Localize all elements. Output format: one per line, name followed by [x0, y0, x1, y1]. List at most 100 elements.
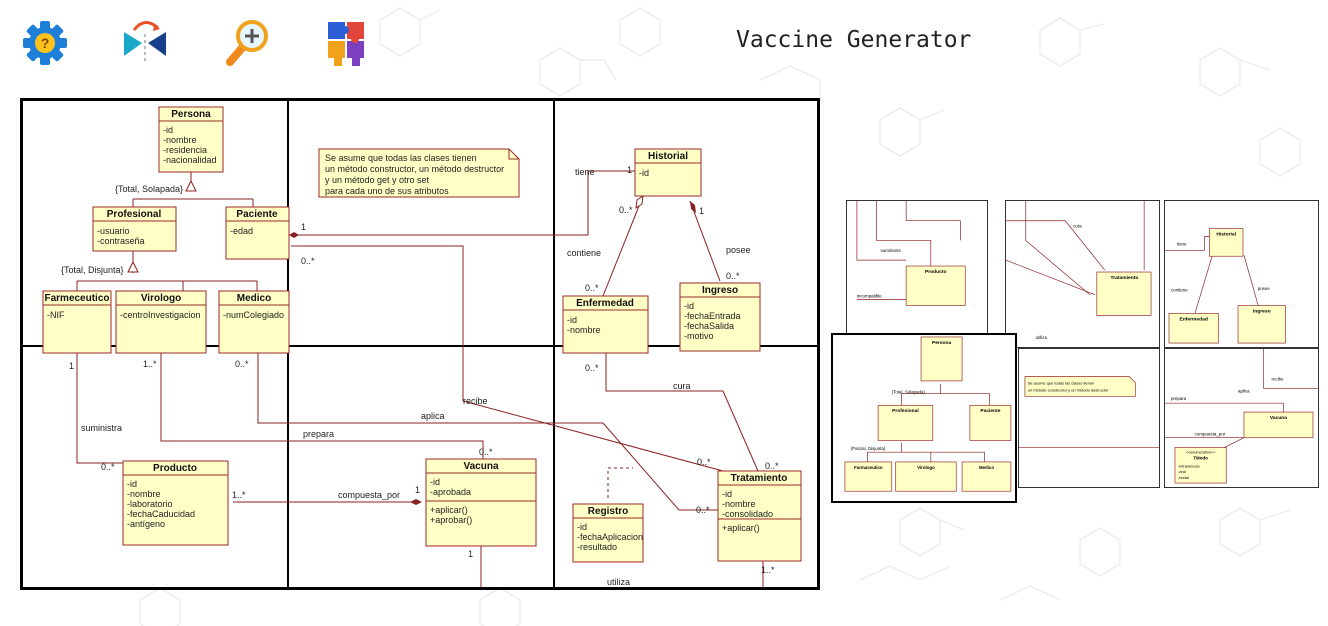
svg-text:un método constructor y un mét: un método constructor y un método destru…: [1028, 387, 1109, 392]
assoc-label: posee: [726, 245, 751, 255]
svg-text:Virologo: Virologo: [141, 293, 181, 304]
svg-text:-id: -id: [722, 489, 732, 499]
svg-text:Paciente: Paciente: [236, 209, 278, 220]
svg-text:{Parcial, Disjunta}: {Parcial, Disjunta}: [851, 446, 886, 451]
thumbnail-6[interactable]: Vacuna recibe aplica prepara compuesta_p…: [1164, 348, 1319, 488]
svg-text:1: 1: [699, 206, 704, 216]
uml-note: Se asume que todas las clases tienen un …: [318, 148, 520, 198]
svg-text:0..*: 0..*: [585, 363, 599, 373]
svg-text:-id: -id: [163, 125, 173, 135]
svg-text:+aplicar(): +aplicar(): [430, 505, 468, 515]
thumbnail-1[interactable]: Producto suministra incompatible: [846, 200, 988, 335]
svg-text:-residencia: -residencia: [163, 145, 207, 155]
class-vacuna[interactable]: Vacuna -id -aprobada +aplicar() +aprobar…: [425, 458, 537, 547]
svg-text:Ingreso: Ingreso: [1253, 308, 1271, 314]
zoom-in-icon: [226, 20, 268, 66]
puzzle-button[interactable]: [322, 18, 372, 68]
help-gear-icon: ?: [23, 21, 67, 65]
thumbnail-4-selected[interactable]: Persona {Total, Solapada} Profesional Pa…: [831, 333, 1017, 503]
svg-text:0..*: 0..*: [765, 461, 779, 471]
svg-text:Farmeceutico: Farmeceutico: [44, 293, 109, 304]
class-producto[interactable]: Producto -id -nombre -laboratorio -fecha…: [122, 460, 229, 546]
svg-text:1..*: 1..*: [232, 490, 246, 500]
svg-text:-intravenosa: -intravenosa: [1178, 463, 1200, 468]
svg-text:1: 1: [415, 485, 420, 495]
svg-text:-nombre: -nombre: [163, 135, 197, 145]
svg-text:-nombre: -nombre: [127, 489, 161, 499]
svg-text:-edad: -edad: [230, 226, 253, 236]
svg-text:Medico: Medico: [979, 465, 994, 470]
svg-text:-id: -id: [127, 479, 137, 489]
svg-text:-nacionalidad: -nacionalidad: [163, 155, 217, 165]
svg-text:aplica: aplica: [1238, 388, 1250, 393]
uml-diagram-canvas[interactable]: .cls-box { fill:#ffffc6; stroke:#9c2a2a;…: [20, 98, 820, 590]
zoom-button[interactable]: [222, 18, 272, 68]
svg-text:0..*: 0..*: [696, 505, 710, 515]
class-virologo[interactable]: Virologo -centroInvestigacion: [115, 290, 207, 354]
svg-text:Medico: Medico: [237, 293, 271, 304]
svg-text:TModo: TModo: [1193, 455, 1208, 460]
svg-text:-id: -id: [567, 315, 577, 325]
svg-text:Tratamiento: Tratamiento: [1111, 275, 1139, 281]
assoc-label: aplica: [421, 411, 445, 421]
share-icon: [124, 21, 166, 64]
share-button[interactable]: [120, 18, 170, 68]
svg-text:-centroInvestigacion: -centroInvestigacion: [120, 310, 201, 320]
svg-text:1: 1: [627, 165, 632, 175]
svg-text:Enfermedad: Enfermedad: [1179, 316, 1207, 322]
svg-text:-laboratorio: -laboratorio: [127, 499, 173, 509]
svg-text:-id: -id: [430, 477, 440, 487]
svg-text:1..*: 1..*: [143, 359, 157, 369]
class-profesional[interactable]: Profesional -usuario -contraseña: [92, 206, 177, 252]
svg-text:tiene: tiene: [1177, 241, 1187, 246]
assoc-label: compuesta_por: [338, 490, 400, 500]
svg-text:{Total, Solapada}: {Total, Solapada}: [892, 390, 926, 395]
assoc-label: contiene: [567, 248, 601, 258]
assoc-label: recibe: [463, 396, 488, 406]
svg-text:-consolidado: -consolidado: [722, 509, 773, 519]
svg-text:1: 1: [69, 361, 74, 371]
svg-text:Se asume que todas las clases: Se asume que todas las clases tienen: [1028, 380, 1094, 385]
association-lines: [76, 170, 764, 587]
assoc-label: utiliza: [607, 577, 630, 587]
class-paciente[interactable]: Paciente -edad: [225, 206, 290, 260]
svg-text:+aprobar(): +aprobar(): [430, 515, 472, 525]
thumbnail-2[interactable]: Tratamiento cura utiliza: [1005, 200, 1160, 348]
class-medico[interactable]: Medico -numColegiado: [218, 290, 290, 354]
svg-text:0..*: 0..*: [585, 283, 599, 293]
svg-text:+aplicar(): +aplicar(): [722, 523, 760, 533]
svg-text:-id: -id: [684, 301, 694, 311]
svg-text:0..*: 0..*: [697, 457, 711, 467]
svg-text:-rectal: -rectal: [1178, 475, 1189, 480]
thumbnail-5[interactable]: Se asume que todas las clases tienen un …: [1018, 348, 1160, 488]
svg-text:contiene: contiene: [1171, 288, 1188, 293]
class-farmaceutico[interactable]: Farmeceutico -NIF: [42, 290, 112, 354]
class-historial[interactable]: Historial -id: [634, 148, 702, 197]
svg-text:-fechaCaducidad: -fechaCaducidad: [127, 509, 195, 519]
class-persona[interactable]: Persona -id -nombre -residencia -naciona…: [158, 106, 224, 173]
svg-text:-fechaAplicacion: -fechaAplicacion: [577, 532, 643, 542]
svg-text:0..*: 0..*: [479, 447, 493, 457]
svg-text:Virologo: Virologo: [917, 465, 935, 470]
class-enfermedad[interactable]: Enfermedad -id -nombre: [562, 295, 649, 354]
svg-text:<<enumeration>>: <<enumeration>>: [1186, 450, 1215, 454]
svg-text:0..*: 0..*: [301, 256, 315, 266]
svg-text:?: ?: [41, 35, 50, 51]
svg-text:-aprobada: -aprobada: [430, 487, 471, 497]
svg-text:Enfermedad: Enfermedad: [576, 298, 634, 309]
svg-text:Tratamiento: Tratamiento: [731, 473, 788, 484]
thumbnail-3[interactable]: Historial Enfermedad Ingreso tiene conti…: [1164, 200, 1319, 348]
app-title: Vaccine Generator: [736, 27, 972, 53]
svg-text:Persona: Persona: [932, 340, 952, 346]
svg-text:Historial: Historial: [1216, 232, 1236, 238]
svg-text:0..*: 0..*: [726, 271, 740, 281]
assoc-label: cura: [673, 381, 691, 391]
help-settings-button[interactable]: ?: [20, 18, 70, 68]
puzzle-icon: [328, 22, 364, 66]
svg-text:cura: cura: [1073, 224, 1082, 229]
svg-text:posee: posee: [1258, 286, 1271, 291]
class-tratamiento[interactable]: Tratamiento -id -nombre -consolidado +ap…: [717, 470, 802, 562]
class-registro[interactable]: Registro -id -fechaAplicacion -resultado: [572, 503, 644, 563]
class-ingreso[interactable]: Ingreso -id -fechaEntrada -fechaSalida -…: [679, 282, 761, 352]
